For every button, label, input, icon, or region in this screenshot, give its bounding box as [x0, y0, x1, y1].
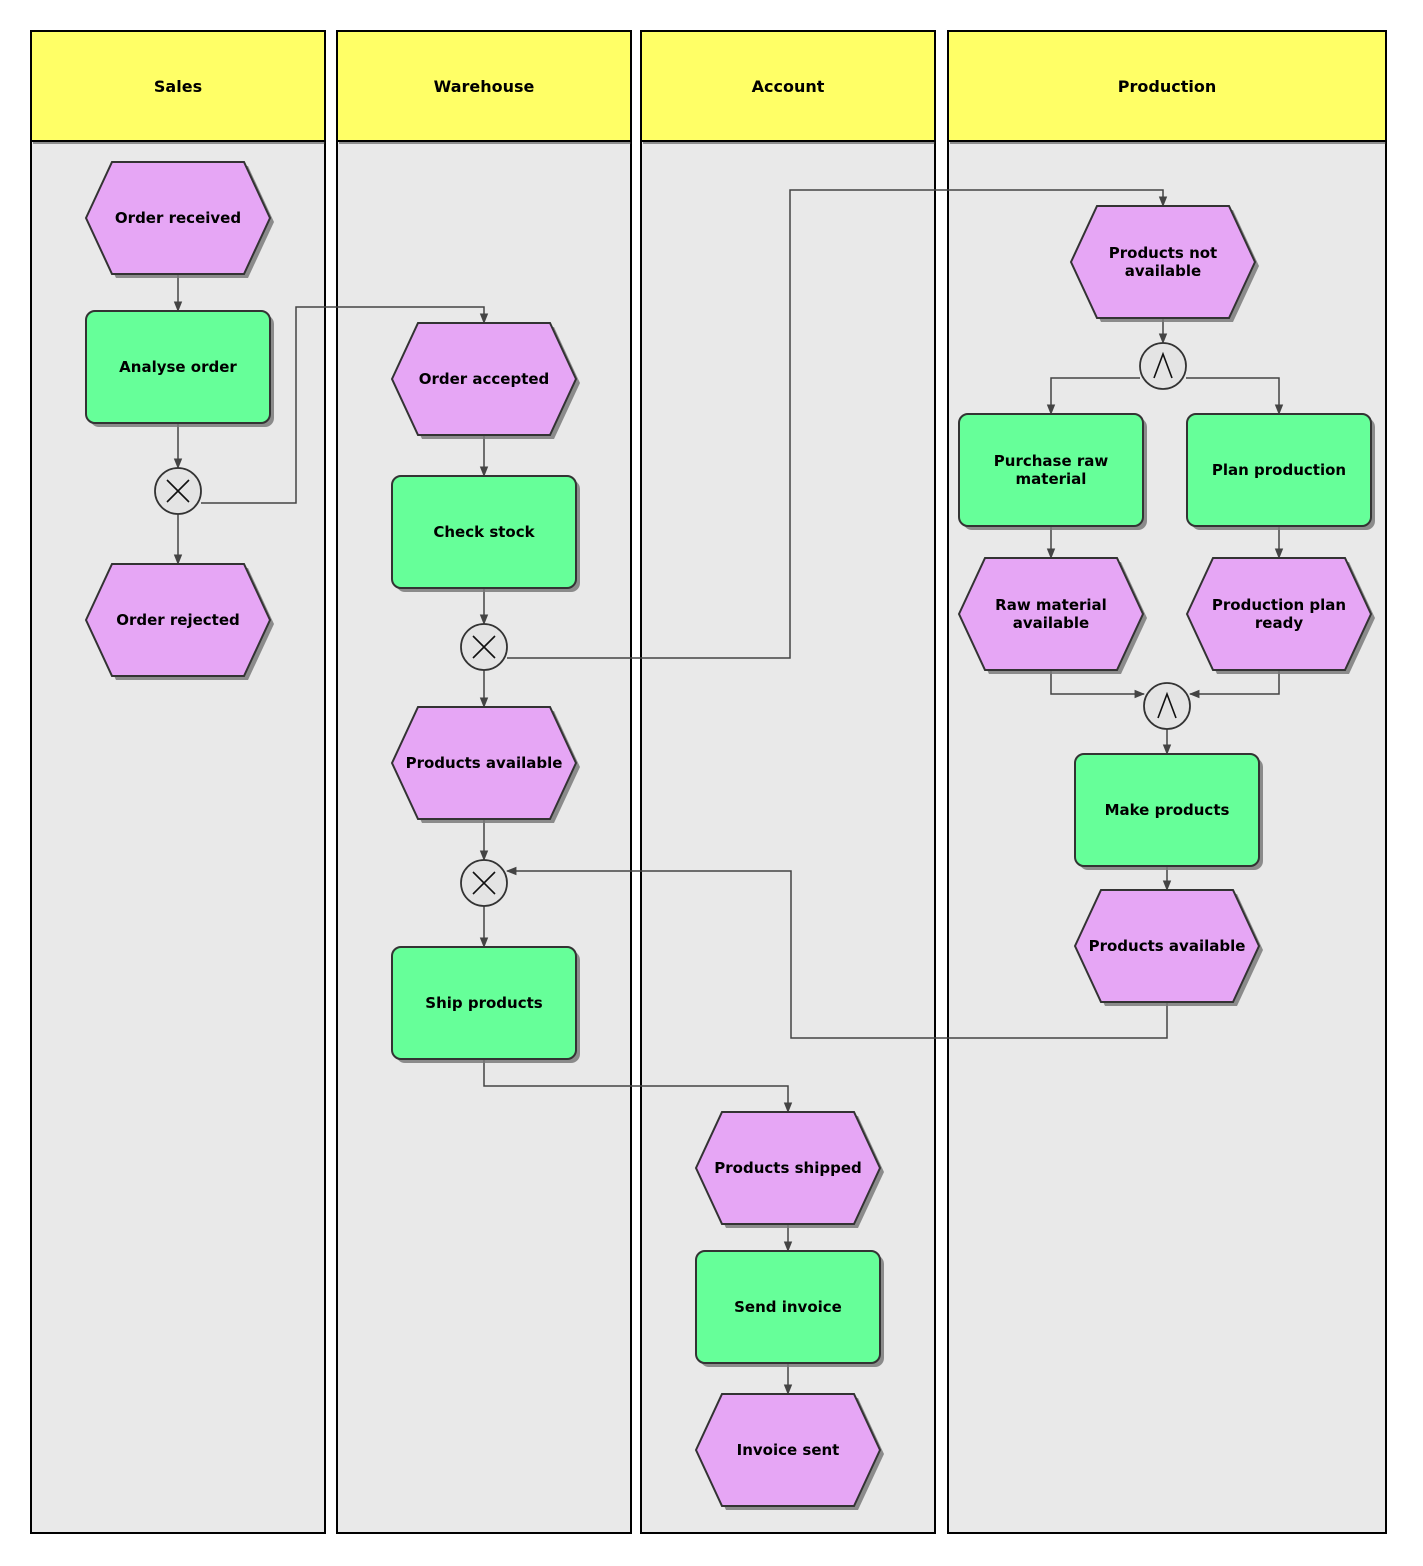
xor-connector-xor-stock[interactable] [460, 623, 508, 671]
event-order-accepted[interactable]: Order accepted [390, 322, 580, 439]
flow-arrow-and_split-to-plan_production [1186, 377, 1284, 416]
flow-arrow-xor_sales-to-order_accepted [201, 306, 489, 504]
node-label: Raw material [995, 596, 1107, 614]
xor-cross-icon [472, 871, 496, 895]
node-label: Analyse order [119, 358, 237, 376]
node-label: Products shipped [714, 1159, 861, 1177]
node-label: ready [1255, 614, 1303, 632]
event-hexagon [957, 557, 1145, 671]
flow-arrow-xor_stock-to-products_not_available [507, 189, 1168, 659]
and-connector-and-join[interactable] [1143, 682, 1191, 730]
event-hexagon [694, 1111, 882, 1225]
node-label: Purchase raw [994, 452, 1109, 470]
node-label: Make products [1105, 801, 1230, 819]
node-label: Invoice sent [737, 1441, 840, 1459]
lane-title-warehouse: Warehouse [434, 77, 535, 96]
event-hexagon [1073, 889, 1261, 1003]
lane-title-account: Account [752, 77, 825, 96]
function-analyse-order[interactable]: Analyse order [85, 310, 274, 427]
function-box [85, 310, 271, 424]
node-label: Production plan [1212, 596, 1346, 614]
and-wedge-icon [1157, 691, 1177, 719]
node-label: Ship products [425, 994, 543, 1012]
node-label: material [1016, 470, 1087, 488]
node-label: Products available [1089, 937, 1246, 955]
lane-title-production: Production [1118, 77, 1216, 96]
function-plan-production[interactable]: Plan production [1186, 413, 1375, 530]
event-products-available-prod[interactable]: Products available [1073, 889, 1263, 1006]
xor-connector-xor-sales[interactable] [154, 467, 202, 515]
event-hexagon [84, 563, 272, 677]
event-order-received[interactable]: Order received [84, 161, 274, 278]
and-wedge-icon [1153, 351, 1173, 379]
lane-header-account [640, 30, 936, 142]
function-box [391, 475, 577, 589]
flow-arrow-raw_material_available-to-and_join [1050, 670, 1146, 699]
function-box [391, 946, 577, 1060]
xor-cross-icon [472, 635, 496, 659]
function-check-stock[interactable]: Check stock [391, 475, 580, 592]
node-label: Order rejected [116, 611, 240, 629]
event-order-rejected[interactable]: Order rejected [84, 563, 274, 680]
event-invoice-sent[interactable]: Invoice sent [694, 1393, 884, 1510]
lane-header-production [947, 30, 1387, 142]
lane-header-sales [30, 30, 326, 142]
flow-arrow-and_split-to-purchase_raw_material [1046, 377, 1140, 416]
event-hexagon [390, 322, 578, 436]
event-hexagon [1069, 205, 1257, 319]
and-circle [1139, 342, 1187, 390]
function-send-invoice[interactable]: Send invoice [695, 1250, 884, 1367]
event-hexagon [1185, 557, 1373, 671]
function-box [1186, 413, 1372, 527]
node-label: Products available [406, 754, 563, 772]
node-label: Order accepted [419, 370, 550, 388]
flow-arrow-production_plan_ready-to-and_join [1188, 670, 1280, 699]
function-ship-products[interactable]: Ship products [391, 946, 580, 1063]
node-label: available [1013, 614, 1089, 632]
event-products-shipped[interactable]: Products shipped [694, 1111, 884, 1228]
flow-arrow-products_available_prod-to-xor_join [505, 866, 1168, 1039]
node-label: Products not [1109, 244, 1217, 262]
function-box [958, 413, 1144, 527]
event-products-available-wh[interactable]: Products available [390, 706, 580, 823]
node-label: Check stock [433, 523, 535, 541]
lane-header-warehouse [336, 30, 632, 142]
node-label: Plan production [1212, 461, 1346, 479]
function-box [1074, 753, 1260, 867]
xor-connector-xor-join[interactable] [460, 859, 508, 907]
and-circle [1143, 682, 1191, 730]
node-label: available [1125, 262, 1201, 280]
function-make-products[interactable]: Make products [1074, 753, 1263, 870]
event-hexagon [390, 706, 578, 820]
node-label: Order received [115, 209, 241, 227]
and-connector-and-split[interactable] [1139, 342, 1187, 390]
flow-arrow-ship_products-to-products_shipped [483, 1059, 793, 1114]
lane-title-sales: Sales [154, 77, 202, 96]
function-box [695, 1250, 881, 1364]
event-hexagon [84, 161, 272, 275]
node-label: Send invoice [734, 1298, 842, 1316]
event-hexagon [694, 1393, 882, 1507]
xor-cross-icon [166, 479, 190, 503]
